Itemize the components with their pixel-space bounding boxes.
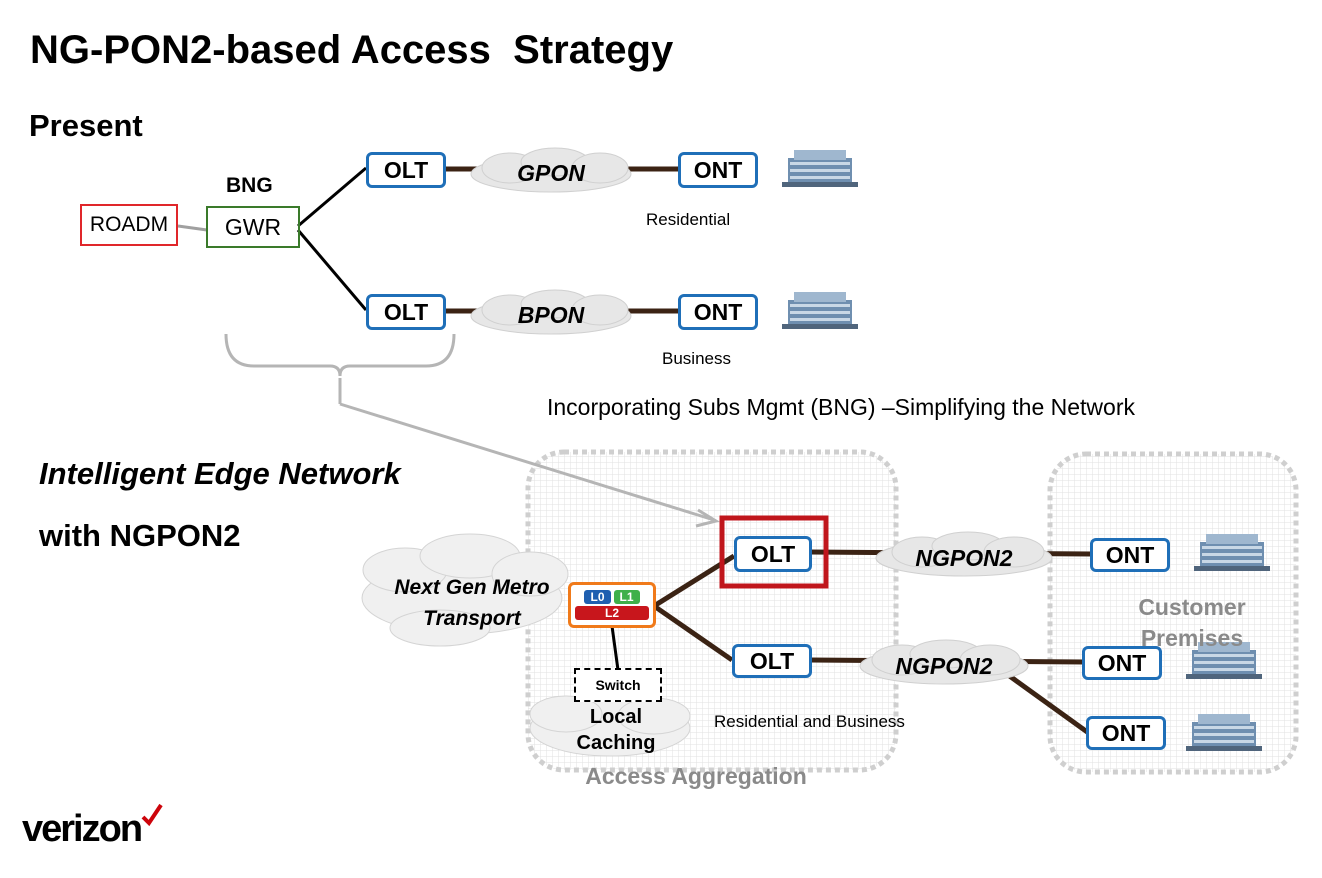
edge-heading-line1: Intelligent Edge Network bbox=[39, 456, 401, 491]
customer-premises-label: Customer Premises bbox=[1138, 594, 1246, 651]
ont-box-1: ONT bbox=[1090, 538, 1170, 572]
page-title: NG-PON2-based Access Strategy bbox=[30, 28, 674, 72]
router-l1: L1 bbox=[613, 590, 640, 604]
gpon-cloud bbox=[470, 147, 632, 193]
business-label: Business bbox=[662, 349, 731, 368]
metro-transport-label: Next Gen Metro Transport bbox=[394, 576, 550, 630]
gpon-label: GPON bbox=[517, 160, 585, 186]
olt-highlight bbox=[719, 515, 829, 589]
local-caching-label: Local Caching bbox=[576, 706, 656, 754]
olt-box-ngpon2-bottom: OLT bbox=[732, 644, 812, 678]
bpon-cloud bbox=[470, 289, 632, 335]
ont-box-residential: ONT bbox=[678, 152, 758, 188]
ont-box-2: ONT bbox=[1082, 646, 1162, 680]
verizon-logo: verizon bbox=[22, 803, 163, 851]
subtitle: Incorporating Subs Mgmt (BNG) –Simplifyi… bbox=[547, 394, 1135, 420]
olt-box-ngpon2-top: OLT bbox=[734, 536, 812, 572]
switch-box: Switch bbox=[574, 668, 662, 702]
ngpon2-top-cloud bbox=[875, 531, 1053, 577]
router-icon: L0 L1 L2 bbox=[568, 582, 656, 628]
edge-heading-line2: with NGPON2 bbox=[39, 518, 241, 553]
olt-box-gpon: OLT bbox=[366, 152, 446, 188]
gwr-box: GWR bbox=[206, 206, 300, 248]
customer-premises-zone bbox=[1047, 451, 1299, 775]
router-l2: L2 bbox=[575, 606, 649, 620]
ngpon2-bottom-label: NGPON2 bbox=[895, 653, 993, 679]
access-aggregation-label: Access Aggregation bbox=[585, 763, 807, 789]
building-icon bbox=[782, 150, 858, 187]
residential-business-label: Residential and Business bbox=[714, 712, 905, 731]
bpon-label: BPON bbox=[517, 302, 585, 328]
ngpon2-bottom-cloud bbox=[859, 639, 1029, 685]
present-heading: Present bbox=[29, 108, 143, 143]
router-l0: L0 bbox=[584, 590, 611, 604]
ont-box-business: ONT bbox=[678, 294, 758, 330]
checkmark-icon bbox=[141, 803, 163, 827]
residential-label: Residential bbox=[646, 210, 731, 229]
metro-cloud bbox=[361, 533, 569, 647]
building-icon bbox=[782, 292, 858, 329]
local-caching-cloud bbox=[529, 695, 691, 757]
olt-box-bpon: OLT bbox=[366, 294, 446, 330]
ont-box-3: ONT bbox=[1086, 716, 1166, 750]
bng-label: BNG bbox=[226, 174, 273, 197]
roadm-box: ROADM bbox=[80, 204, 178, 246]
ngpon2-top-label: NGPON2 bbox=[915, 545, 1013, 571]
